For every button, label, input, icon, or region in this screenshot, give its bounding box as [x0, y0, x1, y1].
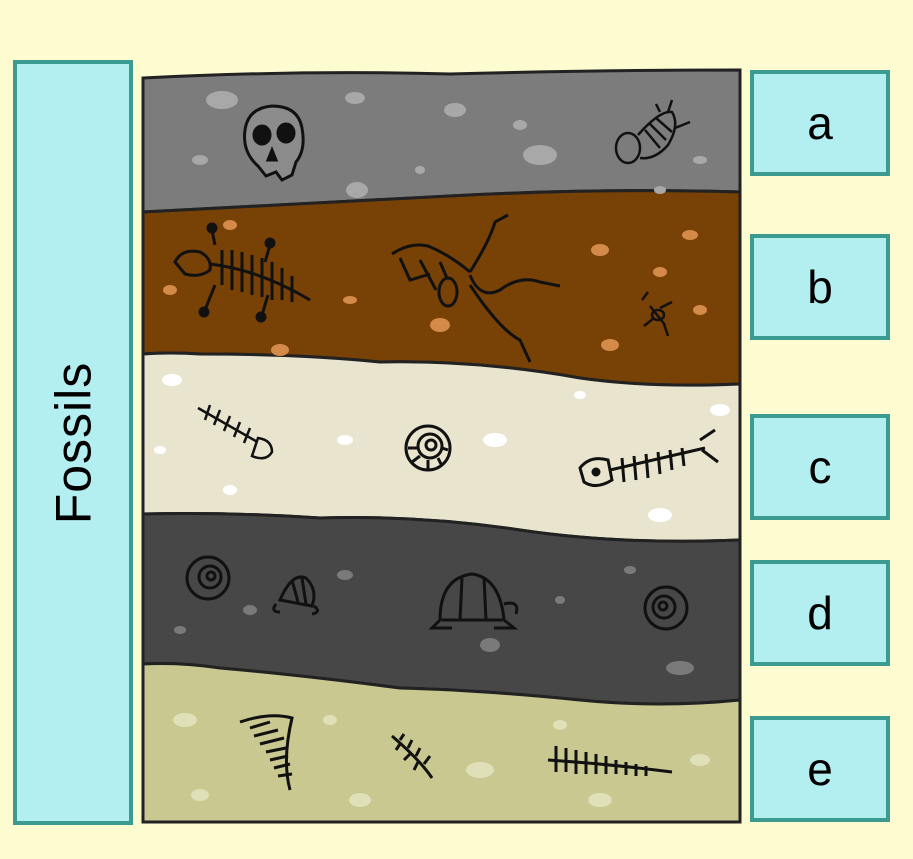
- layer-label-a: a: [750, 70, 890, 176]
- layer-label-d: d: [750, 560, 890, 666]
- ammonite-fossil-c: [406, 426, 450, 470]
- ammonite-fossil-d-right: [645, 587, 687, 629]
- layer-label-c: c: [750, 414, 890, 520]
- layer-label-e: e: [750, 716, 890, 822]
- ammonite-fossil-d-left: [187, 557, 229, 599]
- layer-label-b: b: [750, 234, 890, 340]
